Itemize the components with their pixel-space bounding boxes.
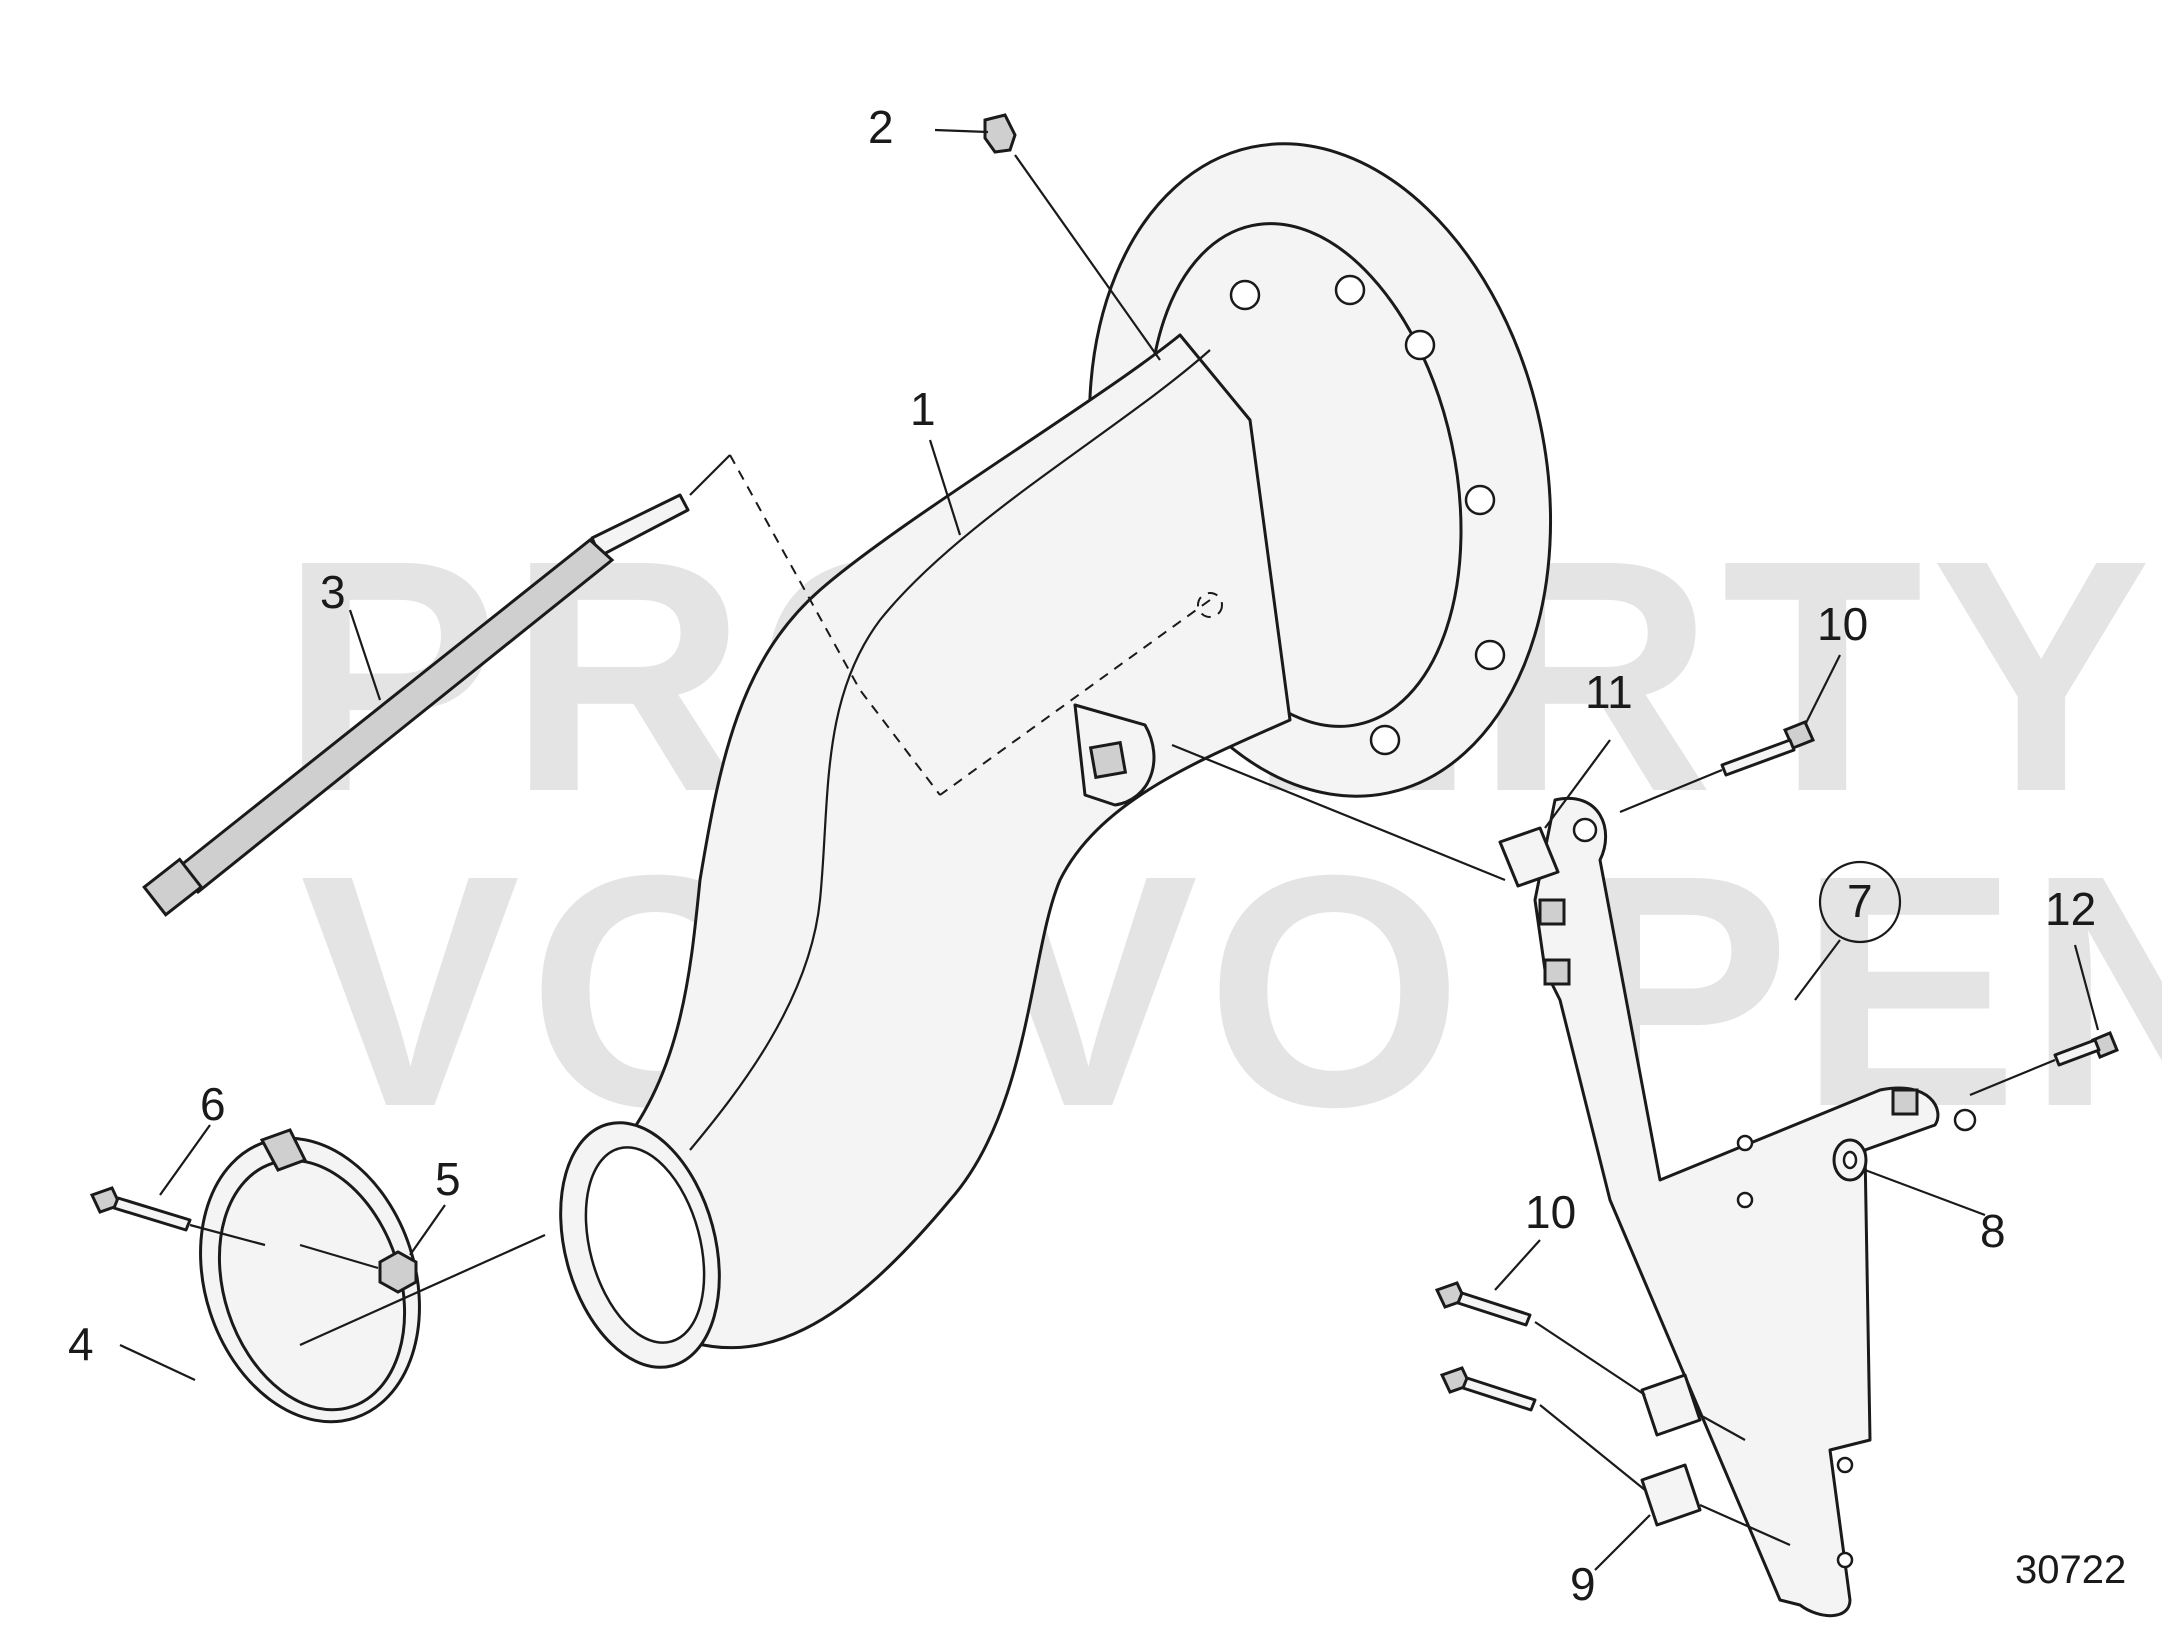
callout-3: 3 xyxy=(320,566,346,618)
exhaust-pipe-part-1 xyxy=(559,142,1553,1369)
callout-6: 6 xyxy=(200,1078,226,1130)
callout-10-lower: 10 xyxy=(1525,1186,1576,1238)
nut-part-5 xyxy=(299,1204,446,1294)
callout-4: 4 xyxy=(68,1318,94,1370)
bushing-part-11 xyxy=(1171,739,1611,888)
bracket-part-7 xyxy=(1533,797,1977,1618)
callout-12: 12 xyxy=(2045,883,2096,935)
washer-part-8 xyxy=(1832,1138,1986,1217)
callout-5: 5 xyxy=(435,1153,461,1205)
drawing-number: 30722 xyxy=(2015,1548,2126,1592)
callout-11: 11 xyxy=(1585,666,1633,718)
bolt-part-10-upper xyxy=(1619,654,1841,814)
callout-9: 9 xyxy=(1570,1558,1596,1610)
callout-1-leader xyxy=(928,439,962,536)
callout-1: 1 xyxy=(910,383,936,435)
bolt-part-6 xyxy=(89,1124,266,1247)
callout-8: 8 xyxy=(1980,1205,2006,1257)
callout-7: 7 xyxy=(1847,875,1873,927)
plug-part-2 xyxy=(934,113,1161,361)
sensor-part-3 xyxy=(142,454,941,917)
spacer-part-9 xyxy=(1594,1373,1791,1571)
clamp-part-4 xyxy=(119,1128,546,1424)
bolt-part-10-lower xyxy=(1434,1239,1646,1491)
callout-10-upper: 10 xyxy=(1817,598,1868,650)
callout-2: 2 xyxy=(868,101,894,153)
screw-part-12 xyxy=(1969,944,2119,1097)
